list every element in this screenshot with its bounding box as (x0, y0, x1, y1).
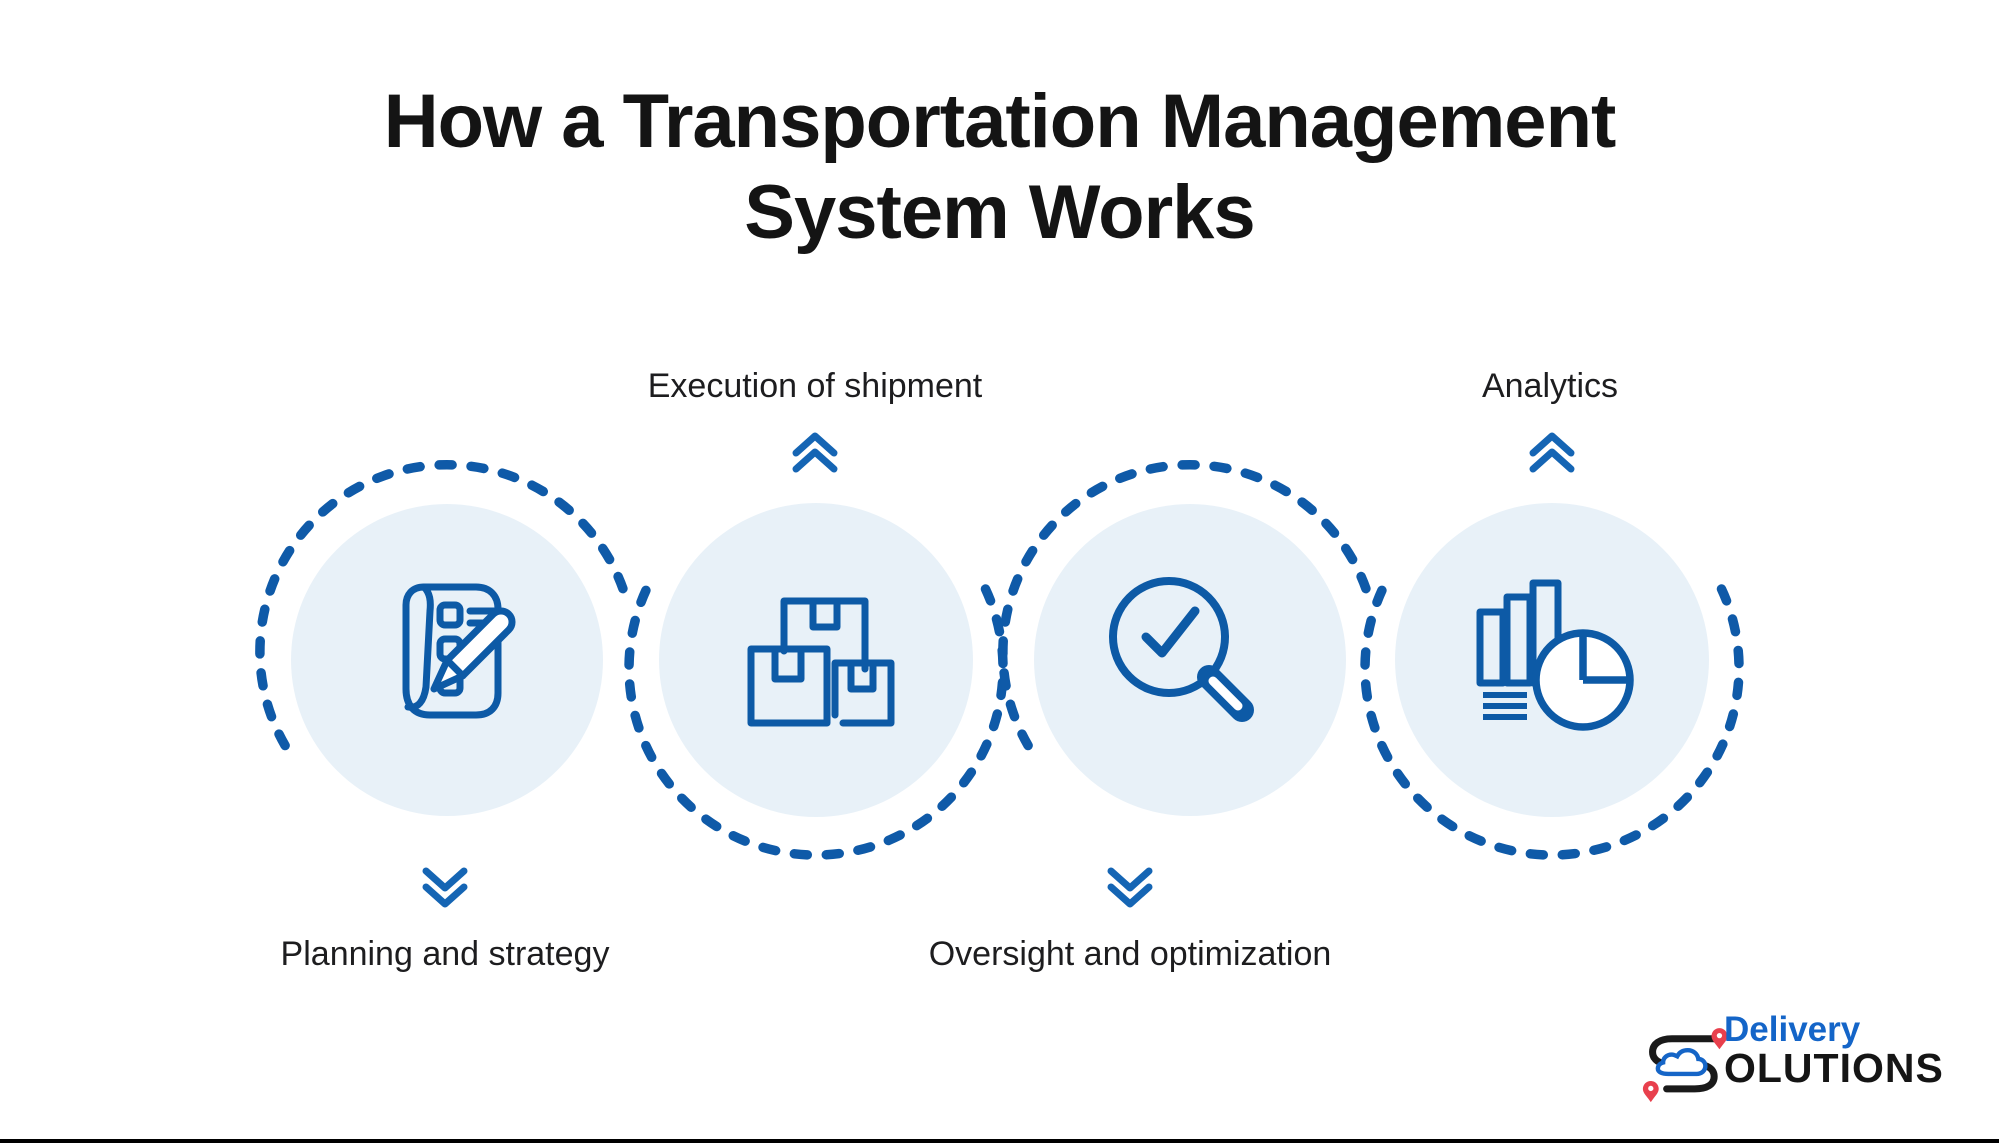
page-title: How a Transportation Management System W… (383, 79, 1617, 256)
magnifier-check-icon (1109, 577, 1254, 722)
step-label-execution: Execution of shipment (647, 367, 983, 405)
logo-cloud-icon (1655, 1047, 1708, 1077)
dashed-ring-2 (624, 569, 1008, 860)
logo: Delivery OLUTIONS (1640, 1008, 1960, 1108)
chevron-down-icon (1107, 867, 1153, 908)
chevron-up-icon (1529, 432, 1575, 473)
step-circle-execution (659, 503, 973, 817)
logo-text-olutions: OLUTIONS (1724, 1045, 1944, 1091)
step-label-oversight: Oversight and optimization (928, 935, 1332, 973)
dashed-ring-1 (255, 460, 633, 751)
logo-text-delivery: Delivery (1724, 1010, 1861, 1049)
step-circle-oversight (1034, 504, 1346, 816)
step-label-analytics: Analytics (1481, 367, 1619, 405)
bottom-border-line (0, 1139, 1999, 1143)
checklist-pencil-icon (402, 583, 516, 719)
chevron-up-icon (792, 432, 838, 473)
packages-icon (747, 597, 895, 727)
title-wrap: How a Transportation Management System W… (0, 76, 1999, 258)
dashed-ring-4 (1360, 569, 1744, 860)
bar-pie-chart-icon (1476, 579, 1634, 731)
logo-road-icon (1642, 1028, 1728, 1103)
chevron-down-icon (422, 867, 468, 908)
logo-pin-icon (1711, 1028, 1728, 1050)
logo-pin-icon (1642, 1080, 1659, 1103)
step-label-planning: Planning and strategy (280, 935, 610, 973)
dashed-ring-3 (998, 460, 1376, 751)
